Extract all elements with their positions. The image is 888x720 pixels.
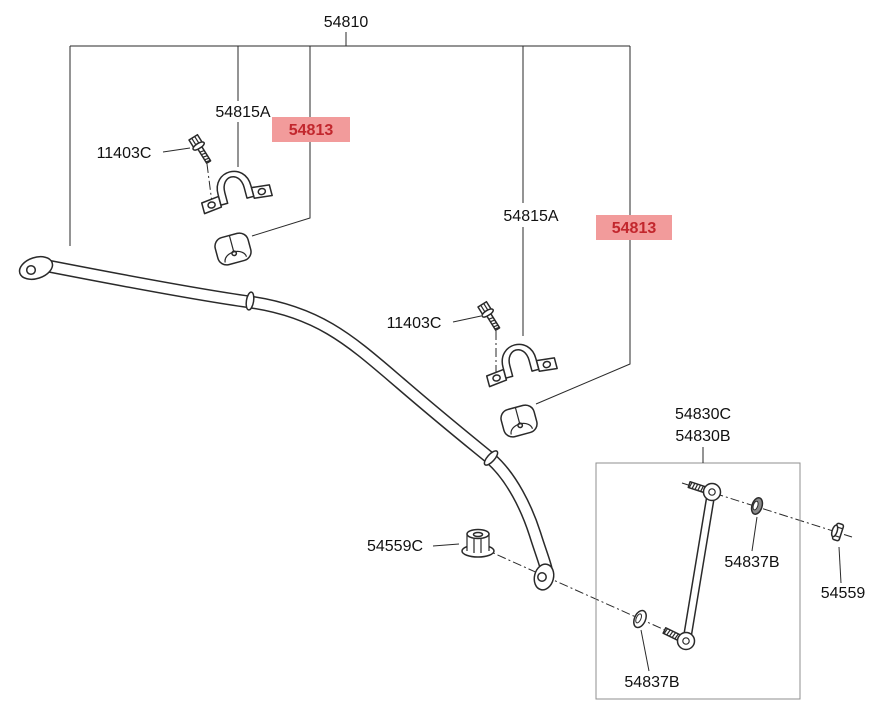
label-bolt-left: 11403C	[97, 145, 152, 162]
label-bolt-right: 11403C	[387, 315, 442, 332]
link-lower-ball-housing	[676, 631, 696, 651]
label-grommet-upper: 54837B	[724, 554, 779, 571]
label-flange-nut: 54559C	[367, 538, 423, 555]
link-upper-stud	[687, 480, 707, 494]
grommet-upper-leader	[751, 516, 758, 552]
highlight-box-right[interactable]	[596, 215, 672, 240]
flange-nut-leader	[432, 543, 460, 547]
label-grommet-lower: 54837B	[624, 674, 679, 691]
bar-collar-left	[245, 291, 255, 311]
bar-left-eye	[18, 255, 54, 281]
bolt-left-leader	[162, 147, 191, 153]
label-small-nut: 54559	[821, 585, 866, 602]
label-bushing-left[interactable]: 54813	[289, 122, 334, 139]
assembly-bracket-lines	[69, 32, 631, 405]
lower-link-axis-line	[481, 547, 677, 636]
stabilizer-bracket-left	[195, 162, 273, 215]
stabilizer-bracket-right	[480, 335, 558, 388]
link-part-box	[595, 462, 801, 700]
stabilizer-bushing-left	[212, 230, 254, 268]
highlight-box-left[interactable]	[272, 117, 350, 142]
stabilizer-bushing-right	[498, 402, 540, 440]
small-nut	[830, 522, 845, 542]
highlight-bushing-right[interactable]: 54813	[596, 215, 672, 240]
grommet-lower	[633, 609, 647, 629]
label-bracket-right: 54815A	[503, 208, 558, 225]
grommet-upper	[750, 497, 764, 515]
bolt-right	[476, 300, 504, 334]
leader-lines	[162, 147, 842, 672]
bolt-left-axis-line	[206, 163, 213, 204]
bar-collar-right	[483, 450, 499, 466]
label-link-variant-1: 54830C	[675, 406, 731, 423]
small-nut-leader	[838, 546, 842, 584]
bar-right-eye	[533, 563, 555, 591]
label-assembly-bar: 54810	[324, 14, 369, 31]
label-bushing-right[interactable]: 54813	[612, 220, 657, 237]
bolt-left	[187, 133, 215, 167]
link-upper-ball-housing	[702, 482, 722, 502]
label-link-variant-2: 54830B	[675, 428, 730, 445]
grommet-lower-leader	[640, 629, 650, 672]
bolt-right-leader	[452, 315, 482, 323]
highlight-bushing-left[interactable]: 54813	[272, 117, 350, 142]
stabilizer-bar	[18, 255, 555, 591]
flange-nut	[461, 528, 495, 558]
label-bracket-left: 54815A	[215, 104, 270, 121]
stabilizer-link	[662, 480, 722, 651]
part-labels: 54810 54815A 11403C 54815A 11403C 54830C…	[97, 14, 866, 691]
